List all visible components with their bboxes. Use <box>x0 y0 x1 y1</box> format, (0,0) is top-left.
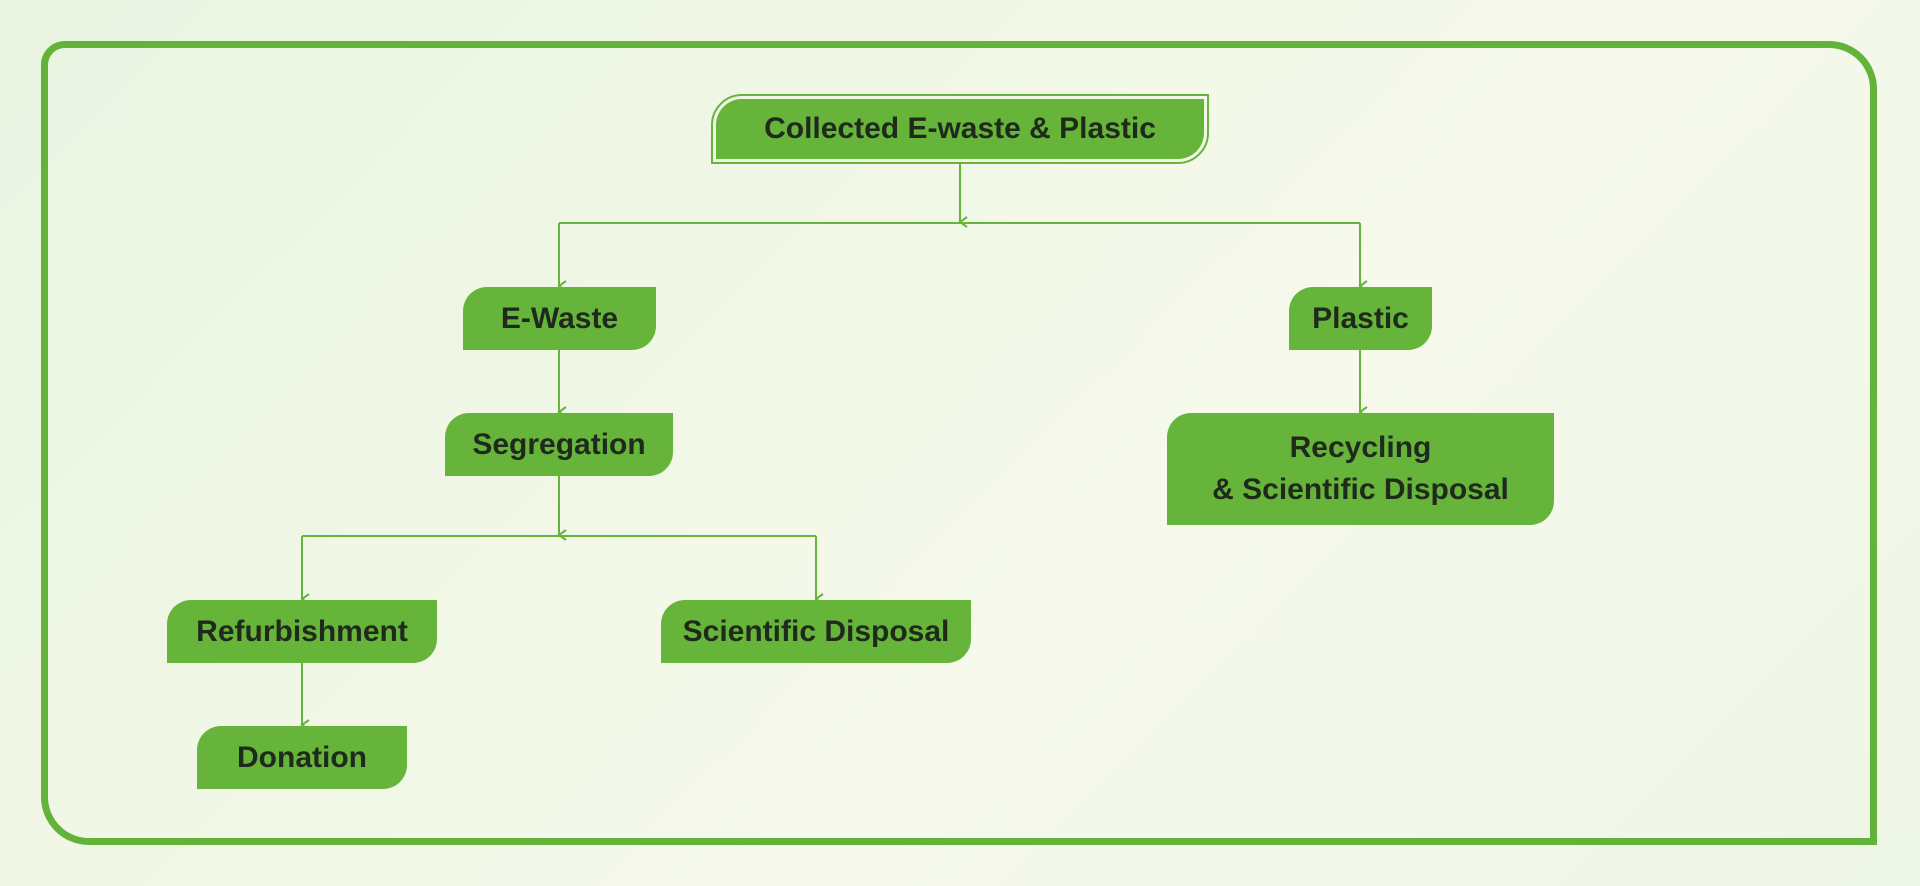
node-label: Scientific Disposal <box>682 614 950 648</box>
node-label-line2: & Scientific Disposal <box>1212 473 1509 506</box>
diagram-frame <box>41 41 1877 845</box>
node-plastic: Plastic <box>1289 287 1432 350</box>
node-collected-ewaste-plastic: Collected E-waste & Plastic <box>711 94 1209 164</box>
node-donation: Donation <box>197 726 407 789</box>
node-label: Segregation <box>472 427 646 461</box>
node-label: E-Waste <box>500 301 619 335</box>
node-label: Collected E-waste & Plastic <box>764 112 1156 145</box>
node-label: Plastic <box>1312 301 1409 335</box>
node-ewaste: E-Waste <box>463 287 656 350</box>
node-label: Donation <box>237 740 367 774</box>
node-segregation: Segregation <box>445 413 673 476</box>
node-label: Refurbishment <box>196 614 408 648</box>
node-scientific-disposal: Scientific Disposal <box>661 600 971 663</box>
node-refurbishment: Refurbishment <box>167 600 437 663</box>
node-recycling-scientific-disposal: Recycling & Scientific Disposal <box>1167 413 1554 525</box>
node-label-line1: Recycling <box>1289 431 1432 464</box>
